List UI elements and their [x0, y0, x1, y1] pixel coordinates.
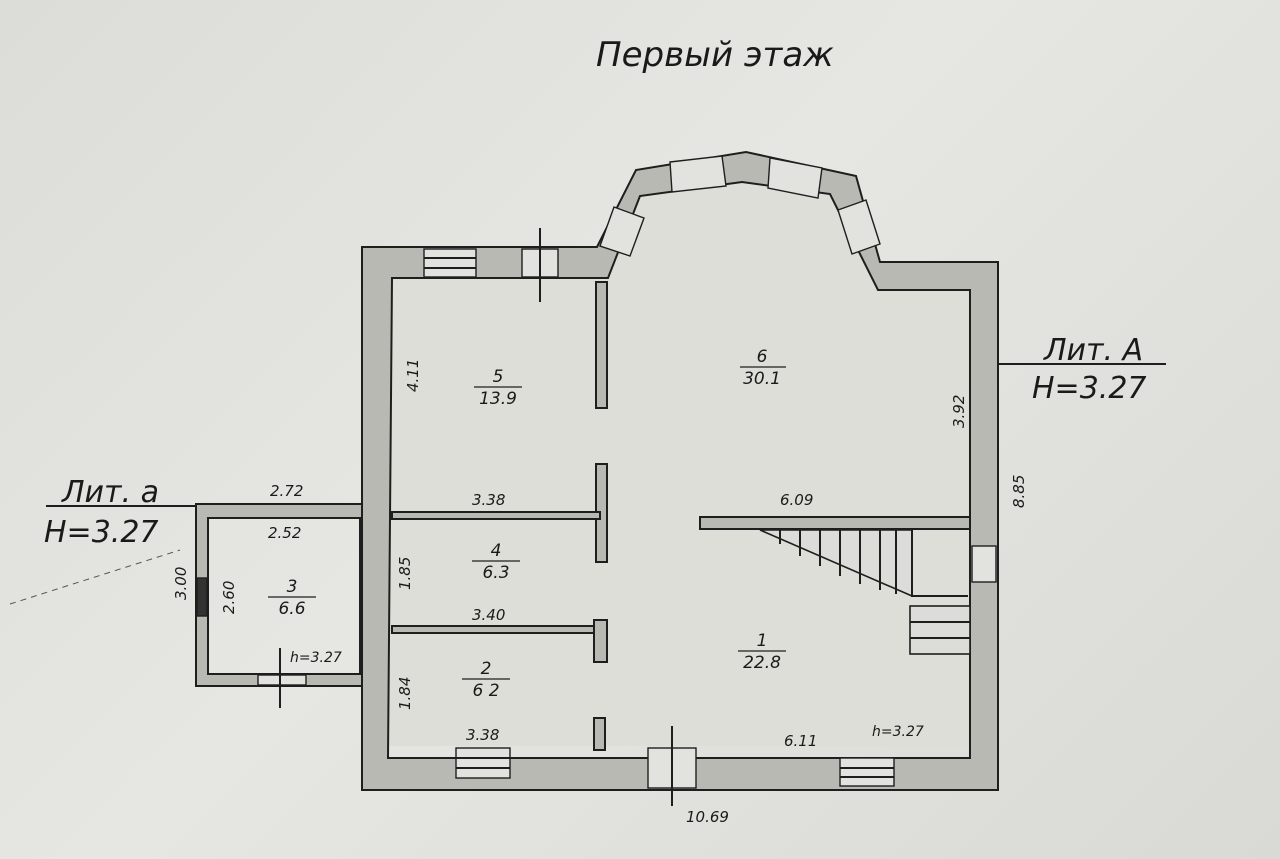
svg-text:30.1: 30.1 — [743, 369, 781, 389]
dim-2-72: 2.72 — [270, 482, 303, 500]
window-right — [971, 545, 997, 583]
dim-1-85: 1.85 — [396, 557, 414, 590]
svg-text:22.8: 22.8 — [743, 653, 781, 673]
annex-window-left — [196, 577, 208, 617]
annex-wall — [195, 503, 363, 687]
lit-a-annex-height: H=3.27 — [44, 515, 159, 550]
window-bottom-right — [839, 757, 895, 787]
dim-3-00: 3.00 — [172, 567, 190, 600]
room-4: 4 6.3 — [472, 541, 520, 583]
svg-text:3: 3 — [287, 577, 298, 597]
plan-title: Первый этаж — [596, 35, 834, 75]
window-top-left — [423, 248, 477, 278]
dim-2-60: 2.60 — [220, 581, 238, 614]
dim-2-52: 2.52 — [268, 524, 301, 542]
partition-h-room4-bottom — [391, 625, 601, 634]
lit-a-main-height: H=3.27 — [1032, 371, 1147, 406]
dim-4-11: 4.11 — [404, 359, 422, 392]
height-annex: h=3.27 — [290, 650, 342, 666]
dim-3-38-top: 3.38 — [472, 491, 505, 509]
stair-landing — [699, 516, 971, 530]
room-6: 6 30.1 — [740, 347, 786, 389]
lit-a-annex-name: Лит. а — [61, 475, 159, 510]
svg-text:1: 1 — [757, 631, 768, 651]
dim-1-84: 1.84 — [396, 677, 414, 710]
partition-vertical-bottom — [593, 717, 606, 751]
svg-text:6.3: 6.3 — [482, 563, 509, 583]
dim-8-85: 8.85 — [1010, 475, 1028, 508]
window-bay-3 — [767, 157, 823, 199]
svg-text:6: 6 — [757, 347, 768, 367]
dim-10-69: 10.69 — [686, 808, 729, 826]
room-2: 2 6 2 — [462, 659, 510, 701]
svg-text:6.6: 6.6 — [278, 599, 305, 619]
svg-text:2: 2 — [481, 659, 492, 679]
room-5: 5 13.9 — [474, 367, 522, 409]
dim-6-09: 6.09 — [780, 491, 813, 509]
lit-a-main-name: Лит. А — [1043, 333, 1143, 368]
window-bay-2 — [669, 155, 727, 193]
svg-text:6 2: 6 2 — [472, 681, 499, 701]
svg-text:13.9: 13.9 — [479, 389, 517, 409]
partition-vertical-top — [595, 281, 608, 409]
dim-3-38-bottom: 3.38 — [466, 726, 499, 744]
window-bay-4 — [837, 199, 881, 255]
dim-3-92: 3.92 — [950, 395, 968, 428]
height-main: h=3.27 — [872, 724, 924, 740]
window-bay-1 — [599, 206, 645, 257]
room-1: 1 22.8 — [738, 631, 786, 673]
window-bottom-left — [455, 747, 511, 779]
dim-3-40: 3.40 — [472, 606, 505, 624]
dim-6-11: 6.11 — [784, 732, 817, 750]
svg-text:4: 4 — [491, 541, 502, 561]
partition-vertical-low — [593, 619, 608, 663]
interior-fill — [388, 182, 972, 746]
room-3: 3 6.6 — [268, 577, 316, 619]
svg-text:5: 5 — [493, 367, 504, 387]
partition-h-room4-top — [391, 511, 601, 520]
staircase — [759, 529, 971, 655]
annex-door — [257, 674, 307, 686]
